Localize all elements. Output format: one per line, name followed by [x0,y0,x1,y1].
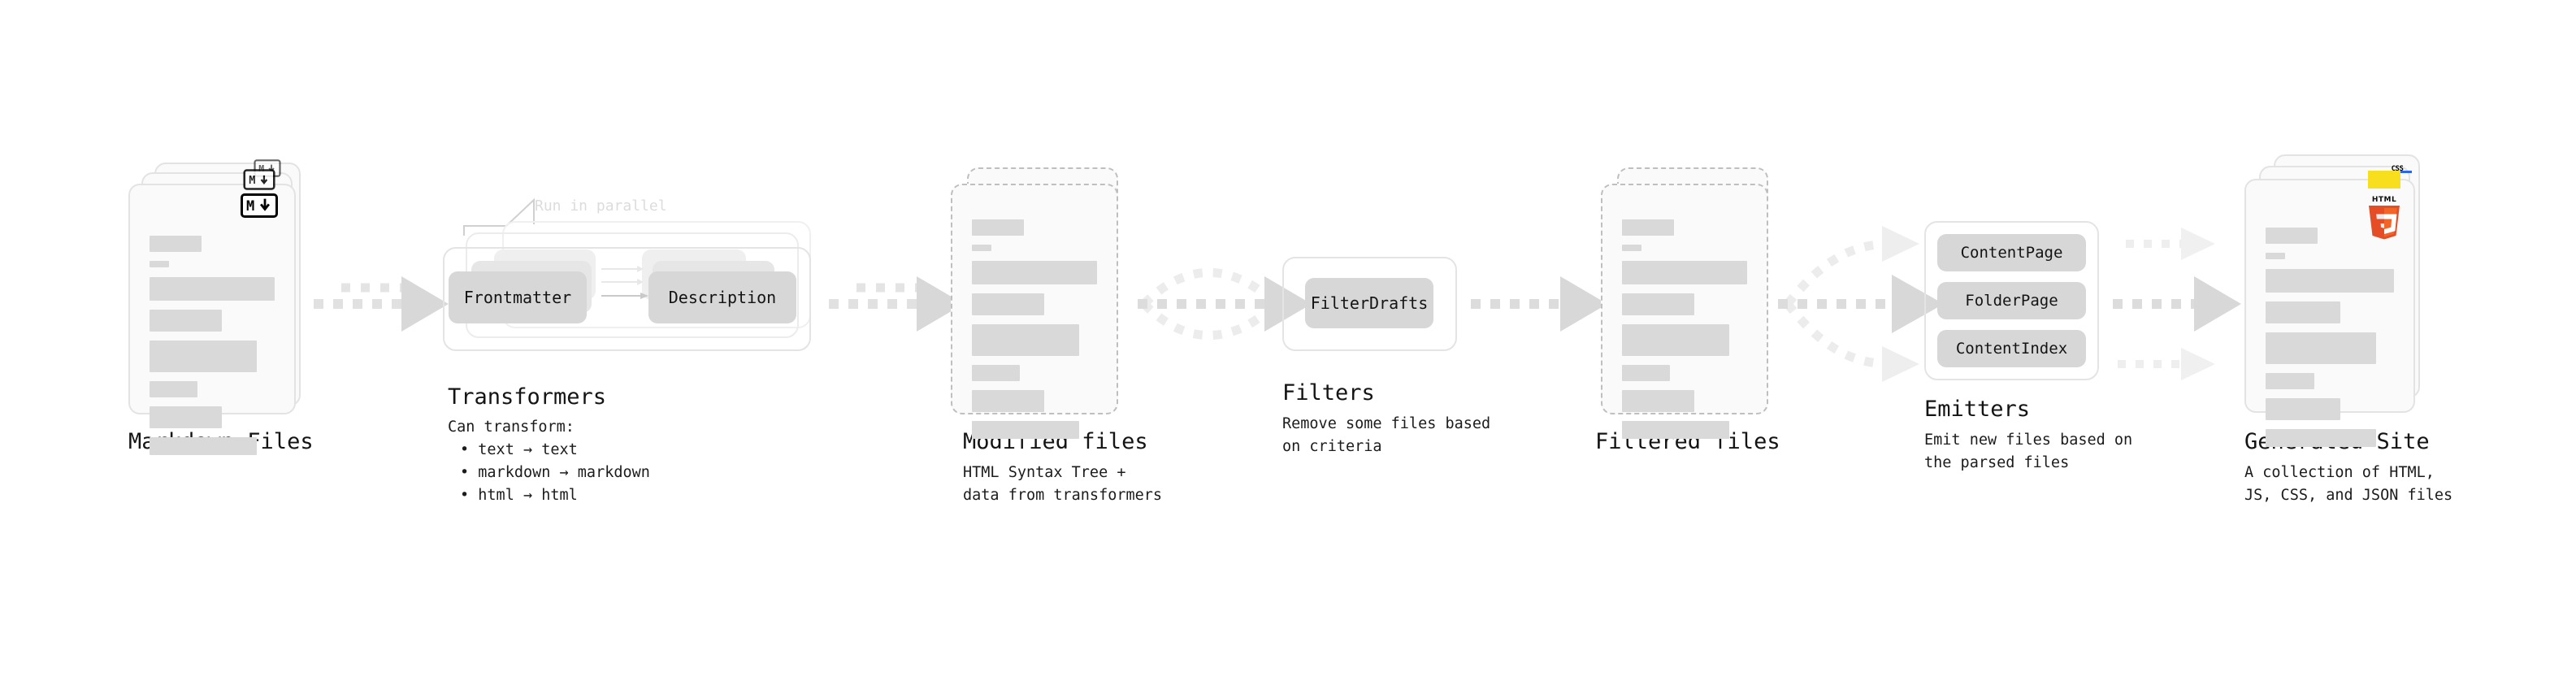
emitter-chip-contentpage[interactable]: ContentPage [1937,234,2086,271]
bar [972,421,1080,439]
bar [1622,219,1674,236]
bar [972,261,1097,284]
bar [150,261,169,267]
bar [972,365,1020,381]
js-icon [2368,171,2400,189]
markdown-icon: M [241,193,278,218]
bar [150,381,197,397]
html5-icon: HTML [2365,193,2404,244]
bar [2266,269,2394,293]
emitter-chip-contentindex[interactable]: ContentIndex [1937,330,2086,367]
connector-filters-to-filtered [1471,276,1607,332]
transformers-list-text: • text → text • markdown → markdown • ht… [460,441,650,504]
bar [972,245,991,251]
bar [972,324,1080,356]
bar [150,406,223,428]
bar [2266,301,2340,323]
bar [1622,324,1730,356]
bar [972,219,1024,236]
stage-title-filters: Filters [1282,380,1375,406]
filter-chip-filterdrafts[interactable]: FilterDrafts [1305,278,1433,328]
transformer-chip-description[interactable]: Description [648,271,796,323]
stage-title-transformers: Transformers [448,384,607,410]
bar [150,277,275,301]
markdown-icon-mid: M [243,169,275,190]
card-placeholder-bars [972,219,1097,448]
svg-text:M: M [249,174,255,185]
modified-files-subtitle: HTML Syntax Tree + data from transformer… [963,464,1163,504]
bar [150,236,202,252]
connector-emitters-to-site [2113,228,2241,380]
bar [150,437,258,455]
bar [2266,253,2285,259]
transformer-group-front [443,247,811,351]
transformers-parallel-annotation: Run in parallel [535,197,667,215]
stage-filtered-files [1601,163,1788,439]
emitters-subtitle: Emit new files based on the parsed files [1924,432,2133,471]
stage-generated-site: CSS HTML [2244,154,2439,447]
connector-transformers-to-modified [829,276,964,332]
bar [150,310,223,332]
svg-text:M: M [246,198,254,213]
file-card-front [1601,184,1768,439]
emitter-chip-folderpage[interactable]: FolderPage [1937,282,2086,319]
stage-emitters: ContentPage FolderPage ContentIndex [1924,221,2099,380]
svg-text:HTML: HTML [2372,196,2396,204]
emitters-group [1924,221,2099,380]
bar [2266,398,2340,420]
bar [972,390,1045,412]
bar [1622,421,1730,439]
stage-markdown-files: M M M [128,159,315,455]
transformer-chip-frontmatter[interactable]: Frontmatter [449,271,587,323]
card-placeholder-bars [2266,228,2394,456]
file-card-front [128,184,296,455]
generated-site-subtitle: A collection of HTML, JS, CSS, and JSON … [2244,464,2453,504]
css3-icon-label: CSS [2391,165,2404,173]
transformer-inner-arrows [601,266,648,299]
filters-group [1282,257,1457,351]
connector-markdown-to-transformers [314,276,449,332]
bar [1622,365,1670,381]
bar [2266,228,2318,244]
bar [1622,261,1747,284]
bar [2266,332,2376,364]
svg-text:M: M [258,163,264,173]
card-placeholder-bars [1622,219,1747,448]
transformers-list: • text → text • markdown → markdown • ht… [460,439,650,507]
bar [2266,429,2376,447]
file-card-front [951,184,1118,439]
bar [1622,245,1641,251]
stage-modified-files [951,163,1138,439]
stage-transformers: x x x x Frontmatter Description [443,197,825,364]
bar [150,340,258,372]
bar [972,293,1045,315]
card-placeholder-bars [150,236,275,464]
filters-subtitle: Remove some files based on criteria [1282,415,1491,455]
stage-filters: FilterDrafts [1282,257,1457,351]
connector-filtered-to-emitters [1778,226,1944,382]
bar [1622,390,1695,412]
bar [2266,373,2315,389]
transformers-subtitle: Can transform: [448,419,575,436]
stage-title-emitters: Emitters [1924,397,2031,422]
bar [1622,293,1695,315]
